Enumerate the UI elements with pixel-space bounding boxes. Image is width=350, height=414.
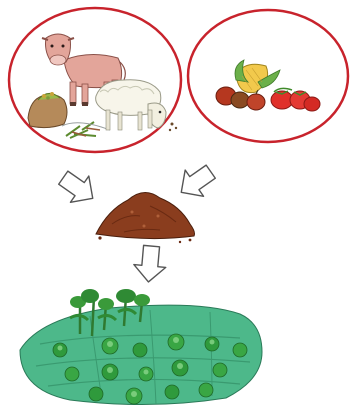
tomato-icon bbox=[271, 88, 320, 111]
arrow-left-to-compost bbox=[54, 165, 102, 212]
arrow-compost-to-garden bbox=[132, 245, 167, 284]
feed-sack-icon bbox=[28, 92, 67, 128]
corn-icon bbox=[235, 60, 280, 93]
vegetable-source-group bbox=[188, 10, 348, 142]
vegetable-scraps-icon bbox=[216, 60, 320, 111]
vegetable-garden-icon bbox=[20, 289, 262, 405]
livestock-source-group bbox=[9, 8, 181, 152]
compost-heap-icon bbox=[96, 192, 195, 243]
arrow-right-to-compost bbox=[172, 159, 220, 206]
plant-scraps-icon bbox=[62, 122, 110, 138]
